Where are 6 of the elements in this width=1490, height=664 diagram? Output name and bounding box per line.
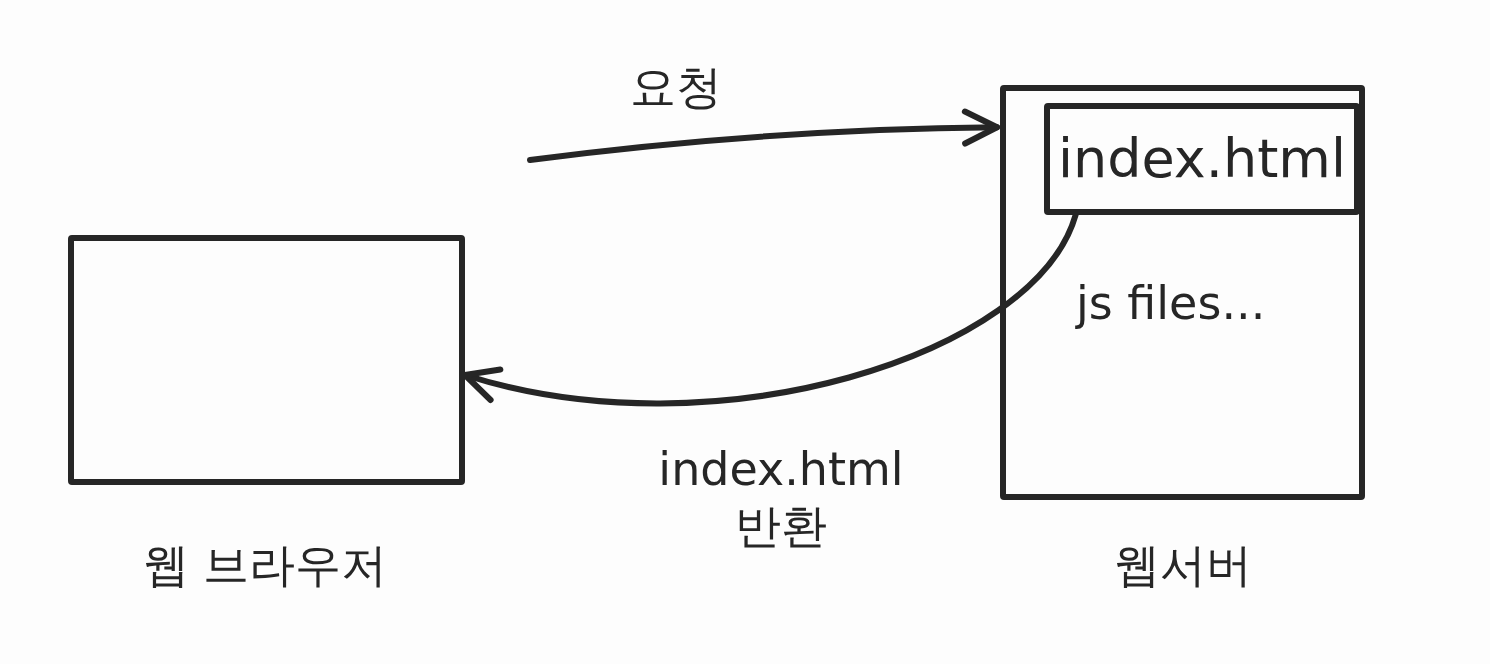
arrow [462,212,1079,407]
file-list-text: js files... [1076,276,1266,330]
box-caption: 웹서버 [1112,537,1253,594]
box-caption: 웹 브라우저 [141,537,389,594]
file-box: index.html [1044,103,1360,215]
arrow [527,108,1000,163]
